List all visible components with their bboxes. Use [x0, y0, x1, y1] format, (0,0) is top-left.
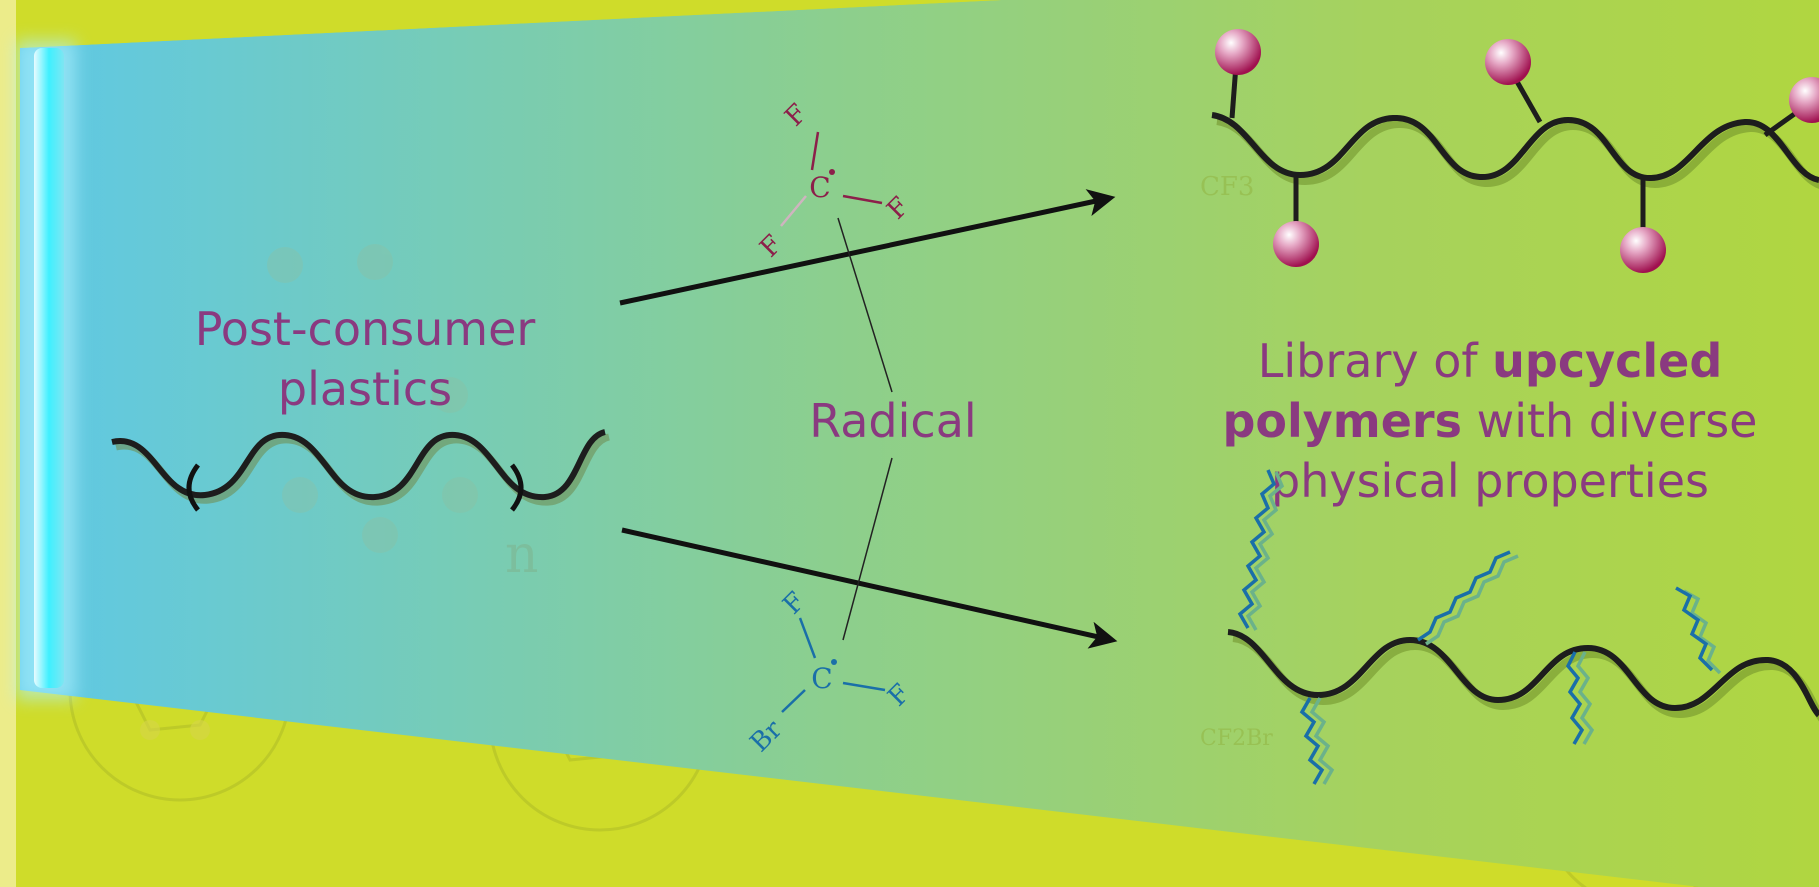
bead-2 — [1273, 221, 1319, 267]
result-label-line1: Library of upcycled — [1258, 334, 1723, 388]
bead-5 — [1789, 77, 1819, 123]
source-label-line2: plastics — [278, 362, 452, 416]
radical-dot-cf2br — [831, 659, 837, 665]
bead-1 — [1215, 29, 1261, 75]
result-label-line2: polymers with diverse — [1222, 394, 1757, 448]
radical-dot-cf3 — [829, 169, 835, 175]
starting-polymer-chain — [111, 429, 611, 512]
repeat-bracket-left — [186, 463, 201, 512]
process-label: Radical — [809, 394, 976, 448]
cf3-center-atom: C — [809, 171, 830, 204]
uv-lamp — [34, 48, 64, 688]
left-edge-strip — [0, 0, 16, 887]
watermark-cf3-text: CF3 — [1200, 172, 1254, 202]
watermark-cf2br-text: CF2Br — [1200, 726, 1273, 751]
beam-watermark-molecules — [267, 244, 478, 553]
result-label-line3: physical properties — [1271, 454, 1709, 508]
cf2br-product-polymer — [1227, 469, 1819, 785]
arrow-to-cf3-products — [619, 189, 1116, 306]
bead-4 — [1620, 227, 1666, 273]
watermark-n-subscript: n — [505, 525, 539, 585]
source-label-line1: Post-consumer — [195, 302, 536, 356]
arrow-to-cf2br-products — [621, 527, 1118, 649]
connector-line-bottom — [842, 457, 893, 641]
bead-3 — [1485, 39, 1531, 85]
cf2br-center-atom: C — [811, 662, 832, 695]
cf3-product-polymer — [1211, 29, 1819, 273]
repeat-bracket-right — [509, 463, 524, 512]
connector-line-top — [837, 217, 893, 393]
